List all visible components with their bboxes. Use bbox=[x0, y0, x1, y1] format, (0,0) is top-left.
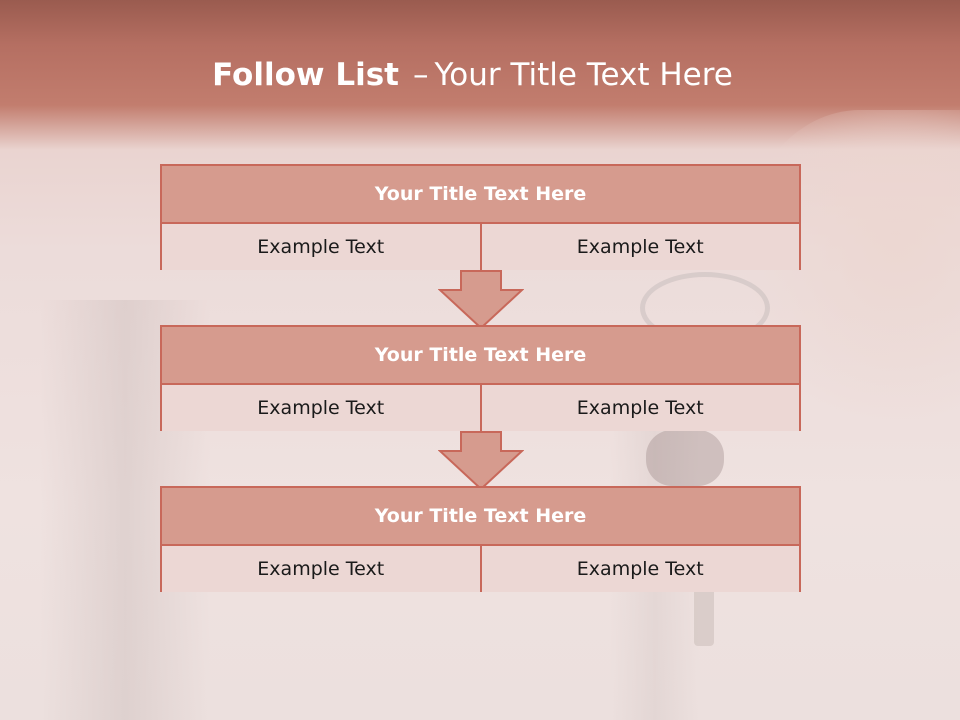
list-block-row: Example Text Example Text bbox=[162, 546, 799, 592]
list-block-row: Example Text Example Text bbox=[162, 385, 799, 431]
key-fob-image bbox=[646, 430, 724, 486]
list-block-row: Example Text Example Text bbox=[162, 224, 799, 270]
list-block-cell-right: Example Text bbox=[479, 546, 800, 592]
list-block-cell-right: Example Text bbox=[479, 385, 800, 431]
list-block-cell-left: Example Text bbox=[257, 236, 385, 258]
list-block-cell-right: Example Text bbox=[479, 224, 800, 270]
list-block-cell-left: Example Text bbox=[257, 397, 385, 419]
slide-title-rest: Your Title Text Here bbox=[434, 57, 733, 93]
list-block-3: Your Title Text Here Example Text Exampl… bbox=[160, 486, 801, 592]
slide-title-bold: Follow List bbox=[212, 57, 399, 93]
slide-title-dash: – bbox=[412, 57, 429, 93]
list-block-title: Your Title Text Here bbox=[162, 327, 799, 385]
down-arrow-icon bbox=[438, 431, 524, 491]
list-block-title: Your Title Text Here bbox=[162, 166, 799, 224]
key-blade-image bbox=[694, 580, 714, 646]
list-block-2: Your Title Text Here Example Text Exampl… bbox=[160, 325, 801, 431]
down-arrow-icon bbox=[438, 270, 524, 330]
list-block-cell-left: Example Text bbox=[257, 558, 385, 580]
list-block-1: Your Title Text Here Example Text Exampl… bbox=[160, 164, 801, 270]
header-band bbox=[0, 0, 960, 150]
list-block-title: Your Title Text Here bbox=[162, 488, 799, 546]
slide-title: Follow List–Your Title Text Here bbox=[0, 52, 945, 98]
